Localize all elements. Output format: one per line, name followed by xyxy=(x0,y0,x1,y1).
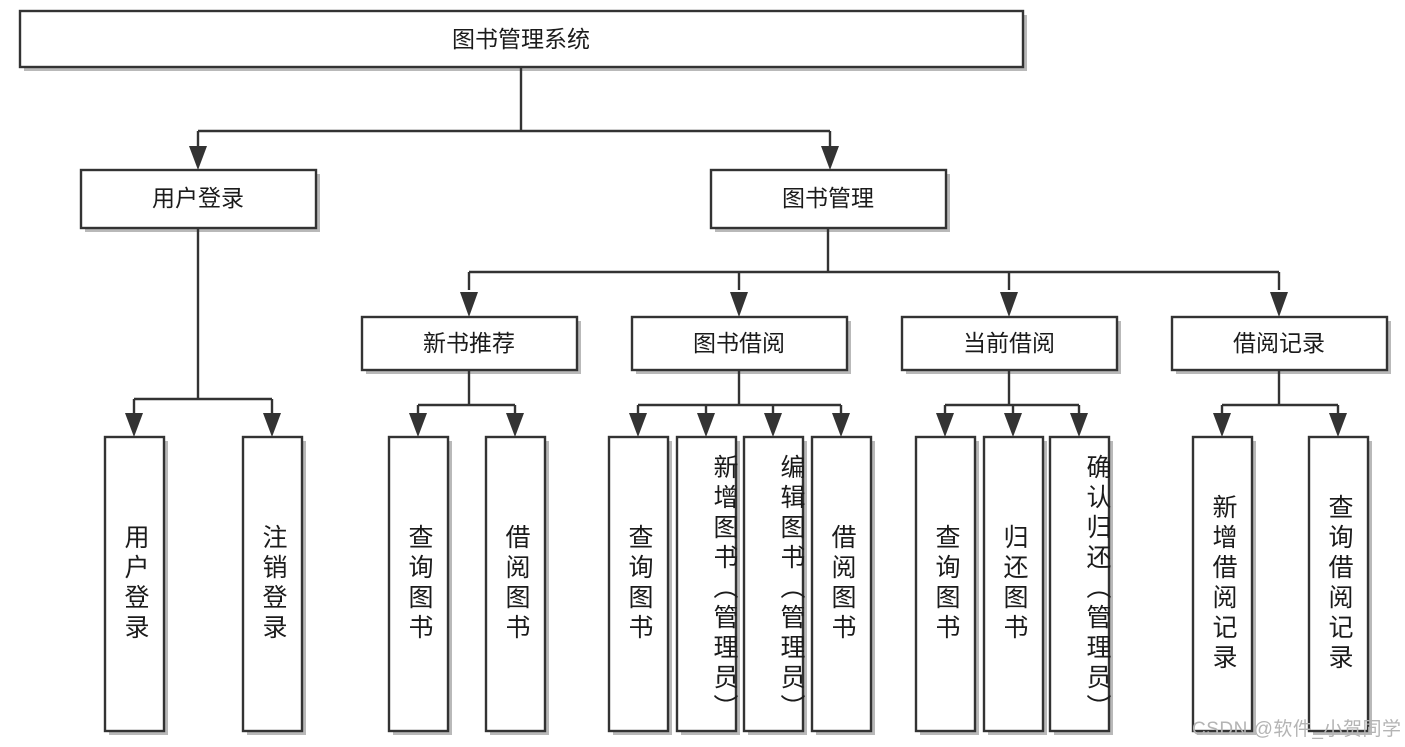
connector-user-login-to-leaves xyxy=(125,228,281,437)
arrow-head-leaf-borrow-book-2 xyxy=(832,413,850,437)
arrow-head-book-borrow xyxy=(730,292,748,317)
leaf-query-book-3[interactable] xyxy=(914,435,979,735)
node-book-borrow-label: 图书借阅 xyxy=(693,330,785,356)
node-root[interactable]: 图书管理系统 xyxy=(18,9,1027,71)
node-book-borrow[interactable]: 图书借阅 xyxy=(630,315,851,374)
node-book-management-label: 图书管理 xyxy=(782,185,874,211)
leaf-return-book[interactable] xyxy=(982,435,1047,735)
node-borrow-record[interactable]: 借阅记录 xyxy=(1170,315,1391,374)
arrow-head-book-management xyxy=(821,146,839,170)
connector-root-to-level2 xyxy=(189,67,839,170)
arrow-head-leaf-return-book xyxy=(1004,413,1022,437)
connector-current-borrow-to-leaves xyxy=(936,370,1088,437)
arrow-head-current-borrow xyxy=(1000,292,1018,317)
arrow-head-user-login xyxy=(189,146,207,170)
leaf-edit-book[interactable] xyxy=(742,435,807,735)
node-user-login[interactable]: 用户登录 xyxy=(79,168,320,232)
leaf-user-logout[interactable] xyxy=(241,435,306,735)
arrow-head-leaf-query-record xyxy=(1329,413,1347,437)
leaf-confirm-return[interactable] xyxy=(1048,435,1113,735)
arrow-head-leaf-borrow-book-1 xyxy=(506,413,524,437)
node-borrow-record-label: 借阅记录 xyxy=(1233,330,1325,356)
arrow-head-leaf-confirm-return xyxy=(1070,413,1088,437)
connector-book-borrow-to-leaves xyxy=(629,370,850,437)
arrow-head-borrow-record xyxy=(1270,292,1288,317)
csdn-watermark: CSDN @软件_小贺同学 xyxy=(1192,719,1402,740)
node-new-book-recommend-box xyxy=(360,315,579,372)
leaf-query-book-2[interactable] xyxy=(607,435,672,735)
node-new-book-recommend[interactable]: 新书推荐 xyxy=(360,315,581,374)
connector-new-book-recommend-to-leaves xyxy=(409,370,524,437)
arrow-head-leaf-edit-book xyxy=(764,413,782,437)
leaf-borrow-book-2[interactable] xyxy=(810,435,875,735)
arrow-head-leaf-query-book-3 xyxy=(936,413,954,437)
leaf-query-record[interactable] xyxy=(1307,435,1372,735)
node-new-book-recommend-label: 新书推荐 xyxy=(423,330,515,356)
arrow-head-leaf-user-login xyxy=(125,413,143,437)
leaf-add-book[interactable] xyxy=(675,435,740,735)
leaf-add-record[interactable] xyxy=(1191,435,1256,735)
arrow-head-leaf-query-book-1 xyxy=(409,413,427,437)
node-current-borrow-label: 当前借阅 xyxy=(963,330,1055,356)
arrow-head-new-book-recommend xyxy=(460,292,478,317)
node-user-login-box xyxy=(79,168,318,230)
node-root-box xyxy=(18,9,1025,69)
node-borrow-record-box xyxy=(1170,315,1389,372)
node-root-label: 图书管理系统 xyxy=(452,26,590,52)
node-book-management[interactable]: 图书管理 xyxy=(709,168,950,232)
node-user-login-label: 用户登录 xyxy=(152,185,244,211)
connector-book-management-to-level3 xyxy=(460,228,1288,317)
arrow-head-leaf-add-book xyxy=(697,413,715,437)
leaf-user-login[interactable] xyxy=(103,435,168,735)
leaf-borrow-book-1[interactable] xyxy=(484,435,549,735)
leaf-query-book-1[interactable] xyxy=(387,435,452,735)
arrow-head-leaf-query-book-2 xyxy=(629,413,647,437)
arrow-head-leaf-add-record xyxy=(1213,413,1231,437)
arrow-head-leaf-user-logout xyxy=(263,413,281,437)
connector-borrow-record-to-leaves xyxy=(1213,370,1347,437)
node-current-borrow[interactable]: 当前借阅 xyxy=(900,315,1121,374)
node-current-borrow-box xyxy=(900,315,1119,372)
